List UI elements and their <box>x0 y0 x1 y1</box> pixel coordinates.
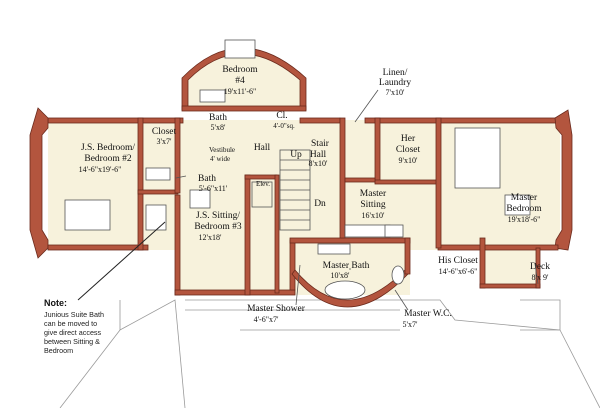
master-sitting-dims: 16'x10' <box>362 211 385 220</box>
note-line-3: give direct access <box>44 328 102 337</box>
stair-hall-dims: 8'x10' <box>309 159 328 168</box>
master-chair <box>504 194 531 216</box>
bedroom4-desk <box>199 89 226 103</box>
bath-top-dims: 5'x8' <box>211 123 226 132</box>
master-bath-dims: 10'x8' <box>331 271 350 280</box>
sofa-master-sitting <box>344 224 391 238</box>
js-sitting-dims: 12'x18' <box>199 233 222 242</box>
js-sitting-label: J.S. Sitting/ <box>196 211 240 221</box>
dn-label: Dn <box>314 199 326 209</box>
leader-lines <box>77 89 539 311</box>
bath-top-label: Bath <box>209 113 227 123</box>
bath-vanity <box>145 167 171 181</box>
stair-hall-label: Stair <box>311 139 330 149</box>
walls <box>29 47 573 308</box>
linen-dims: 7'x10' <box>386 88 405 97</box>
bath-mid-dims: 5'-6"x11' <box>199 184 228 193</box>
linen-label: Linen/ <box>383 68 408 78</box>
master-sitting-label: Master <box>360 189 387 199</box>
master-sitting-label-2: Sitting <box>360 200 386 210</box>
bath-tub-js <box>145 204 167 231</box>
note-line-2: can be moved to <box>44 319 97 328</box>
deck-dims: 8'x 9' <box>532 273 549 282</box>
vestibule-label: Vestibule <box>209 146 235 154</box>
bedroom4-label: Bedroom <box>222 65 258 75</box>
vanity <box>317 243 351 255</box>
furniture <box>64 39 531 300</box>
closet-left-dims: 3'x7' <box>157 137 172 146</box>
note-line-5: Bedroom <box>44 346 73 355</box>
master-wc-dims: 5'x7' <box>403 320 418 329</box>
elev-label: Elev. <box>256 180 270 188</box>
his-closet-dims: 14'-6"x6'-6" <box>439 267 478 276</box>
chair-master-sitting <box>384 224 404 238</box>
closet-cl-dims: 4'-0"sq. <box>273 122 295 130</box>
js-bedroom-label: J.S. Bedroom/ <box>81 143 135 153</box>
roof-outline <box>59 299 600 408</box>
her-closet-dims: 9'x10' <box>399 156 418 165</box>
note-line-1: Junious Suite Bath <box>44 310 104 319</box>
closet-left-label: Closet <box>152 127 177 137</box>
linen-label-2: Laundry <box>379 78 411 88</box>
note: Note: Junious Suite Bath can be moved to… <box>44 298 104 355</box>
vestibule-dims: 4' wide <box>210 155 230 163</box>
bedroom4-label-2: #4 <box>235 76 245 86</box>
her-closet-label-2: Closet <box>396 145 421 155</box>
master-shower-dims: 4'-6"x7' <box>254 315 279 324</box>
her-closet-label: Her <box>401 134 416 144</box>
bed-4 <box>224 39 256 59</box>
stair-hall-label-2: Hall <box>310 150 327 160</box>
bathtub <box>324 280 366 300</box>
js-bedroom-label-2: Bedroom #2 <box>84 154 131 164</box>
master-bedroom-dims: 19'x18'-6" <box>508 215 541 224</box>
master-wc-label: Master W.C. <box>404 309 452 319</box>
deck-label: Deck <box>530 262 550 272</box>
master-bath-label: Master Bath <box>323 261 370 271</box>
desk-js-sitting <box>189 189 211 209</box>
closet-cl-label: Cl. <box>276 111 287 121</box>
js-sitting-label-2: Bedroom #3 <box>194 222 241 232</box>
room-labels: Bedroom #4 19'x11'-6" Bath 5'x8' Cl. 4'-… <box>79 65 551 329</box>
bedroom4-dims: 19'x11'-6" <box>224 87 257 96</box>
up-label: Up <box>290 150 302 160</box>
toilet-wc <box>391 265 405 285</box>
master-shower-label: Master Shower <box>247 304 306 314</box>
bed-master <box>454 127 501 189</box>
bed-js <box>64 199 111 231</box>
stairs <box>251 149 311 231</box>
note-title: Note: <box>44 298 67 308</box>
his-closet-label: His Closet <box>438 256 478 266</box>
master-bedroom-label: Master <box>511 193 538 203</box>
note-line-4: between Sitting & <box>44 337 100 346</box>
master-bedroom-label-2: Bedroom <box>506 204 542 214</box>
bath-mid-label: Bath <box>198 174 216 184</box>
hall-label: Hall <box>254 143 271 153</box>
js-bedroom-dims: 14'-6"x19'-6" <box>79 165 122 174</box>
